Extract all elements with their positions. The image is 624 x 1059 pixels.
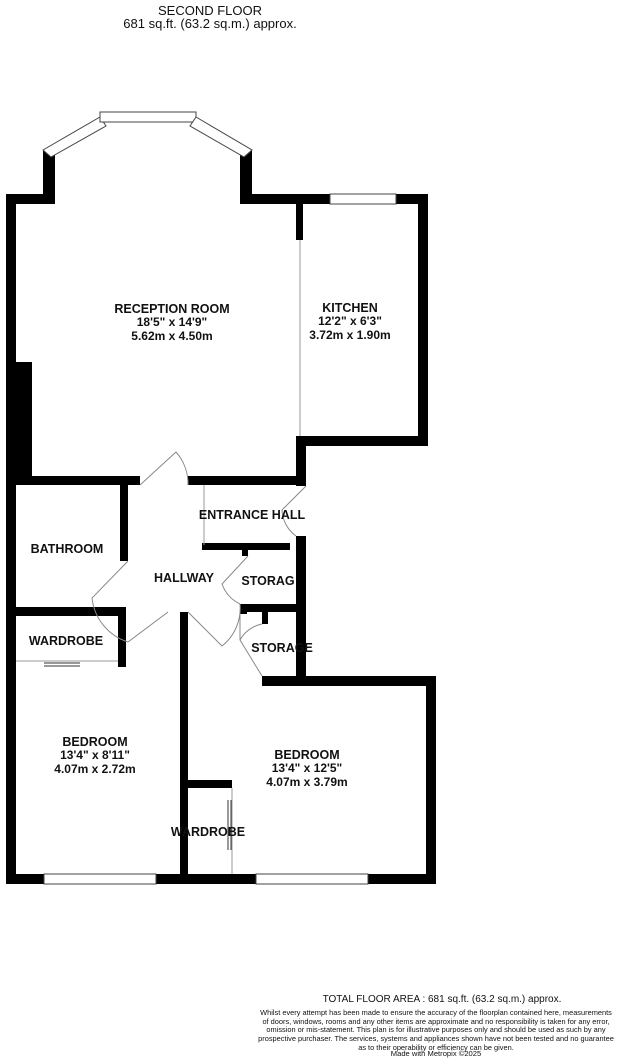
kitchen-label: KITCHEN 12'2" x 6'3" 3.72m x 1.90m [300,301,400,343]
room-name: BEDROOM [274,748,340,762]
room-name: STORAG [241,574,295,588]
wall [296,536,306,686]
wall [188,780,232,788]
wall [6,194,16,884]
hallway-label: HALLWAY [146,571,222,585]
room-name: STORAGE [251,641,313,655]
wall [418,194,428,446]
room-name: ENTRANCE HALL [198,508,306,522]
entrance-hall-label: ENTRANCE HALL [196,508,308,522]
room-name: WARDROBE [28,634,104,648]
storage-1-label: STORAG [240,574,296,588]
wall [240,194,330,204]
wall [43,150,55,204]
room-dimension-imperial: 13'4" x 8'11" [60,748,130,763]
wall [16,607,126,616]
room-dimension-metric: 5.62m x 4.50m [131,329,213,344]
wall [16,476,140,485]
bedroom-1-label: BEDROOM 13'4" x 8'11" 4.07m x 2.72m [40,735,150,777]
total-floor-area: TOTAL FLOOR AREA : 681 sq.ft. (63.2 sq.m… [322,994,562,1005]
window [329,193,397,205]
reception-room-label: RECEPTION ROOM 18'5" x 14'9" 5.62m x 4.5… [108,302,236,344]
room-name: HALLWAY [154,571,214,585]
window [43,873,157,885]
wall [240,604,247,614]
room-name: WARDROBE [170,825,246,839]
room-name: BATHROOM [30,542,104,556]
wardrobe-1-label: WARDROBE [22,634,110,648]
wall [6,194,55,204]
wall [240,150,252,204]
room-name: BEDROOM [62,735,128,749]
room-dimension-imperial: 13'4" x 12'5" [271,761,343,776]
wall [296,436,428,446]
wall [426,676,436,884]
door-swings [91,451,307,677]
wall [296,436,306,486]
wall [262,676,436,686]
wardrobe-2-label: WARDROBE [166,825,250,839]
walls [6,150,436,884]
window [255,873,369,885]
room-name: RECEPTION ROOM [114,302,230,316]
floor-area: 681 sq.ft. (63.2 sq.m.) approx. [123,16,297,31]
wall [262,612,268,624]
room-dimension-metric: 3.72m x 1.90m [309,328,391,343]
room-dimension-metric: 4.07m x 3.79m [266,775,348,790]
room-dimension-imperial: 18'5" x 14'9" [136,315,208,330]
wall [120,485,128,561]
room-name: KITCHEN [322,301,378,315]
wall [396,194,428,204]
wall [242,546,248,556]
bedroom-2-label: BEDROOM 13'4" x 12'5" 4.07m x 3.79m [252,748,362,790]
wardrobe-rails [44,662,232,850]
room-dimension-metric: 4.07m x 2.72m [54,762,136,777]
disclaimer-text: Whilst every attempt has been made to en… [258,1008,614,1052]
wall [240,604,300,612]
wall [16,362,32,480]
bathroom-label: BATHROOM [22,542,112,556]
floor-title: SECOND FLOOR [157,3,262,18]
windows [43,193,397,885]
wall [188,476,306,485]
credit-text: Made with Metropix ©2025 [390,1049,482,1058]
room-dimension-imperial: 12'2" x 6'3" [318,314,382,329]
storage-2-label: STORAGE [248,641,316,655]
bay-window [42,111,253,158]
wall [6,874,436,884]
wall [118,607,126,667]
wall [296,204,303,240]
thin-lines [16,240,301,874]
wall [180,612,188,884]
